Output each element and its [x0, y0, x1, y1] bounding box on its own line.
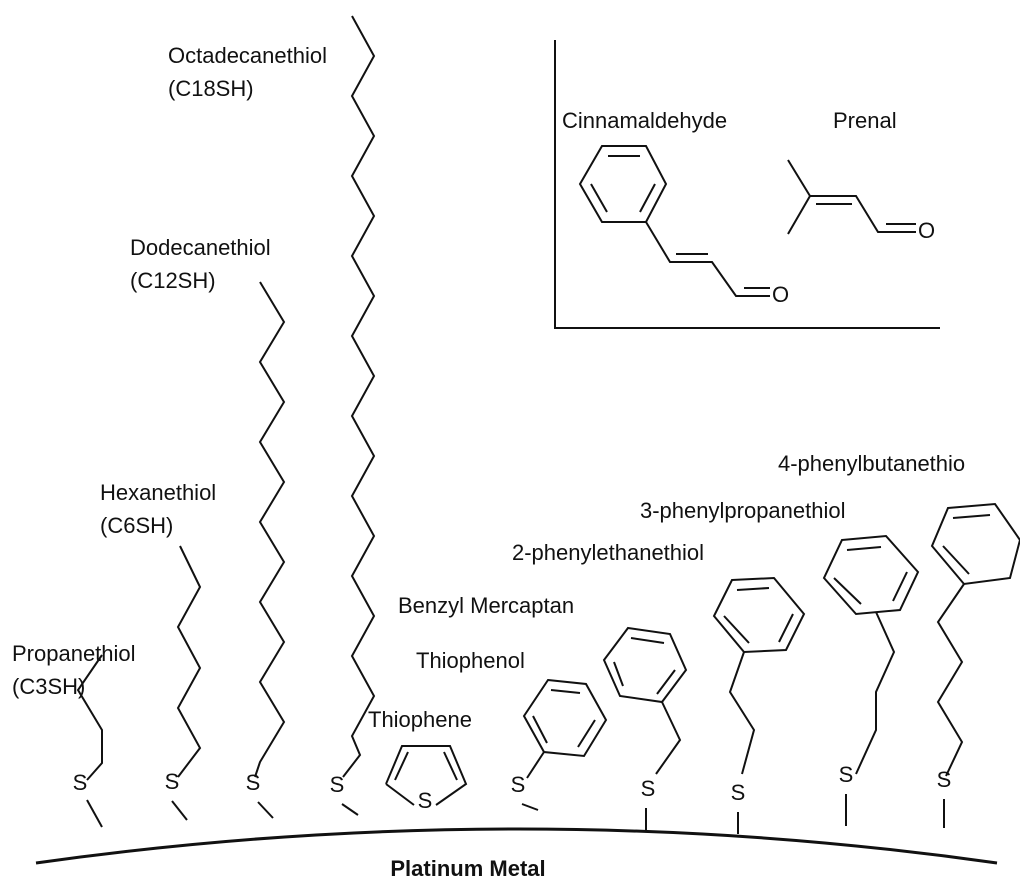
cinnamaldehyde-chain	[645, 221, 770, 297]
benzyl-mercaptan-molecule: Benzyl Mercaptan S	[398, 593, 688, 832]
propanethiol-molecule: Propanethiol (C3SH) S	[12, 641, 136, 828]
propanethiol-chain	[76, 654, 103, 781]
phenylethanethiol-molecule: 2-phenylethanethiol S	[512, 540, 806, 834]
platinum-surface	[35, 827, 998, 865]
dodecanethiol-anchor	[257, 801, 274, 819]
dodecanethiol-label: Dodecanethiol	[130, 235, 271, 260]
phenylbutanethiol-chain	[936, 583, 965, 777]
thiophene-molecule: Thiophene S	[368, 707, 472, 813]
hexanethiol-label: Hexanethiol	[100, 480, 216, 505]
thiophene-label: Thiophene	[368, 707, 472, 732]
benzyl-ring-inner	[613, 637, 676, 695]
dodecanethiol-chain	[254, 281, 286, 778]
thiophenol-molecule: Thiophenol S	[416, 648, 608, 811]
platinum-metal-label: Platinum Metal	[390, 856, 545, 881]
phenylbutanethiol-ring	[930, 502, 1020, 586]
hexanethiol-anchor	[171, 800, 188, 821]
prenal-label: Prenal	[833, 108, 897, 133]
dodecanethiol-molecule: Dodecanethiol (C12SH) S	[130, 235, 286, 819]
octadecanethiol-formula: (C18SH)	[168, 76, 254, 101]
octadecanethiol-molecule: Octadecanethiol (C18SH) S	[168, 15, 376, 816]
thiophene-sulfur: S	[418, 788, 433, 813]
hexanethiol-sulfur: S	[165, 769, 180, 794]
phenylpropanethiol-ring	[822, 534, 920, 616]
phenylbutanethiol-sulfur: S	[937, 767, 952, 792]
dodecanethiol-formula: (C12SH)	[130, 268, 216, 293]
benzyl-sulfur: S	[641, 776, 656, 801]
thiophenol-label: Thiophenol	[416, 648, 525, 673]
phenylethanethiol-ring	[712, 576, 806, 654]
cinnamaldehyde-molecule: Cinnamaldehyde O	[562, 108, 789, 307]
octadecanethiol-label: Octadecanethiol	[168, 43, 327, 68]
cinnamaldehyde-oxygen: O	[772, 282, 789, 307]
prenal-chain	[787, 159, 916, 235]
hexanethiol-chain	[176, 545, 202, 778]
cinnamaldehyde-ring-inner	[590, 155, 656, 213]
benzyl-ring	[602, 626, 688, 704]
phenylbutanethiol-label: 4-phenylbutanethio	[778, 451, 965, 476]
propanethiol-label: Propanethiol	[12, 641, 136, 666]
inset-frame	[554, 40, 940, 329]
phenylpropanethiol-sulfur: S	[839, 762, 854, 787]
phenylpropanethiol-molecule: 3-phenylpropanethiol S	[640, 498, 920, 826]
octadecanethiol-sulfur: S	[330, 772, 345, 797]
cinnamaldehyde-label: Cinnamaldehyde	[562, 108, 727, 133]
thiophene-ring	[385, 745, 468, 806]
thiophene-double-bonds	[394, 751, 458, 781]
thiophenol-anchor	[521, 803, 539, 811]
thiophenol-s-link	[526, 751, 545, 779]
benzyl-chain	[655, 701, 682, 775]
propanethiol-sulfur: S	[73, 770, 88, 795]
cinnamaldehyde-ring	[578, 145, 668, 223]
prenal-molecule: Prenal O	[787, 108, 935, 243]
phenylethanethiol-chain	[728, 651, 756, 775]
phenylethanethiol-sulfur: S	[731, 780, 746, 805]
phenylpropanethiol-label: 3-phenylpropanethiol	[640, 498, 846, 523]
thiophenol-ring	[522, 678, 608, 758]
propanethiol-anchor	[86, 799, 103, 828]
dodecanethiol-sulfur: S	[246, 770, 261, 795]
thiophenol-ring-inner	[532, 689, 596, 748]
propanethiol-formula: (C3SH)	[12, 674, 85, 699]
phenylpropanethiol-ring-inner	[833, 546, 908, 605]
thiophenol-sulfur: S	[511, 772, 526, 797]
octadecanethiol-chain	[342, 15, 376, 778]
benzyl-mercaptan-label: Benzyl Mercaptan	[398, 593, 574, 618]
phenylethanethiol-ring-inner	[723, 587, 794, 644]
hexanethiol-molecule: Hexanethiol (C6SH) S	[100, 480, 216, 821]
phenylbutanethiol-molecule: 4-phenylbutanethio S	[778, 451, 1020, 828]
phenylpropanethiol-chain	[855, 611, 896, 775]
octadecanethiol-anchor	[341, 803, 359, 816]
phenylbutanethiol-ring-inner	[942, 514, 991, 575]
prenal-oxygen: O	[918, 218, 935, 243]
hexanethiol-formula: (C6SH)	[100, 513, 173, 538]
phenylethanethiol-label: 2-phenylethanethiol	[512, 540, 704, 565]
